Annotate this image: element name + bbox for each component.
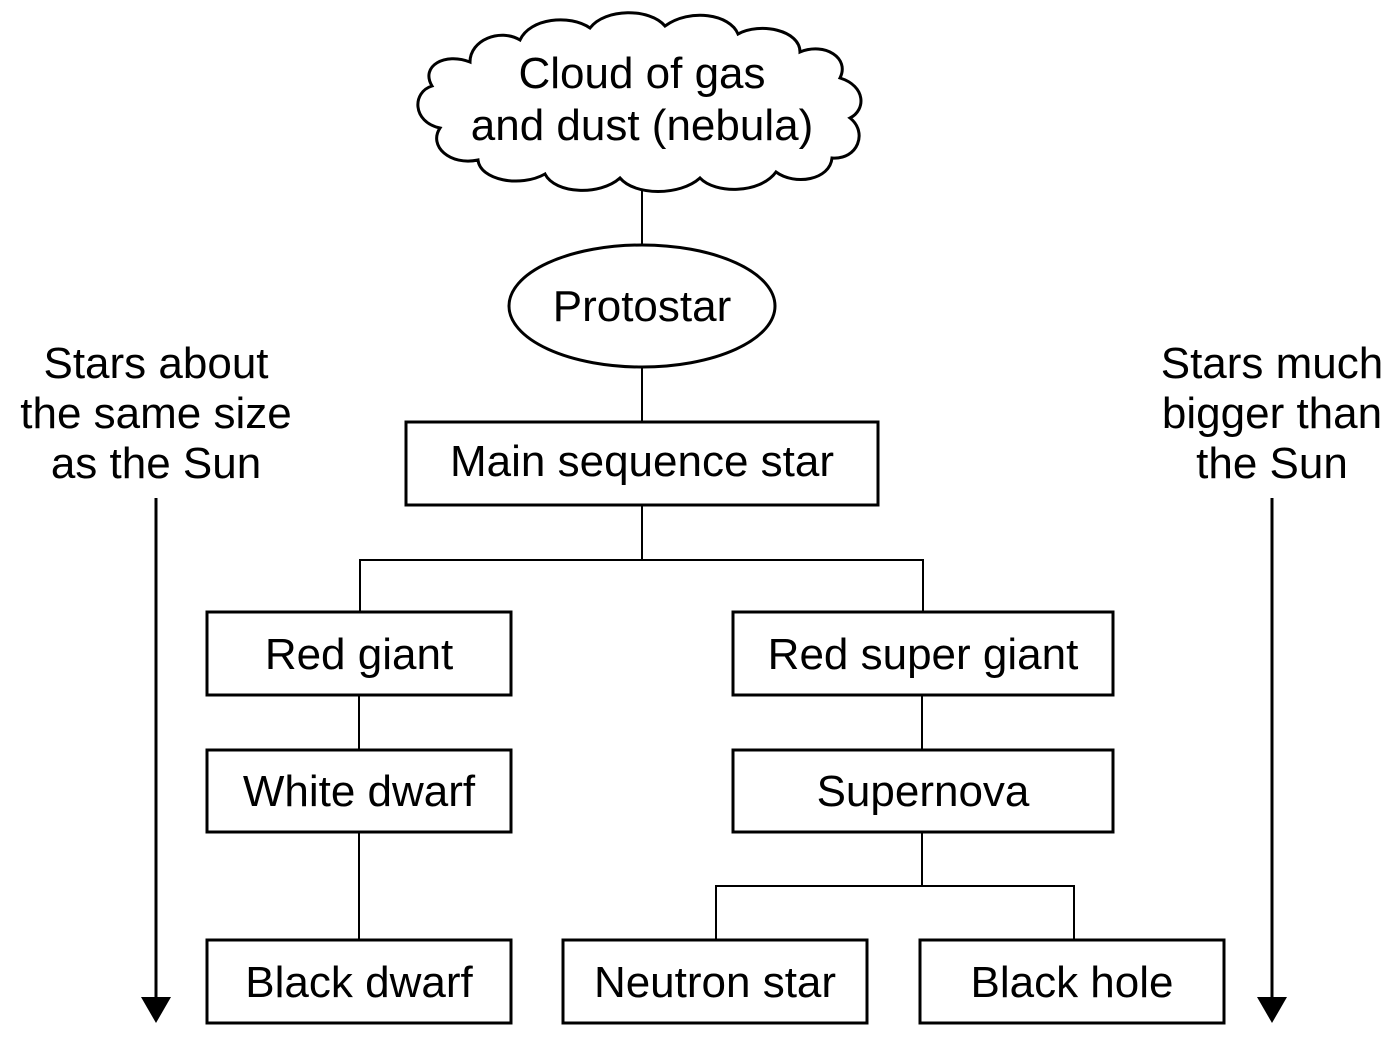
- black-hole-label: Black hole: [970, 958, 1173, 1007]
- down-arrow-icon: [1257, 498, 1287, 1023]
- node-red-super-giant: Red super giant: [731, 610, 1115, 697]
- arrow-head: [141, 997, 171, 1023]
- box-shape: [205, 748, 513, 834]
- main-sequence-label: Main sequence star: [450, 437, 834, 486]
- protostar-label: Protostar: [553, 282, 732, 331]
- black-dwarf-label: Black dwarf: [245, 958, 473, 1007]
- node-neutron-star: Neutron star: [561, 938, 869, 1025]
- connector-supernova-branches: [715, 885, 1075, 939]
- box-shape: [561, 938, 869, 1025]
- neutron-star-label: Neutron star: [594, 958, 836, 1007]
- connectors: [358, 190, 1075, 939]
- node-main-sequence-star: Main sequence star: [404, 420, 880, 507]
- box-shape: [205, 610, 513, 697]
- node-black-dwarf: Black dwarf: [205, 938, 513, 1025]
- right-label-line3: the Sun: [1196, 439, 1348, 488]
- box-shape: [731, 610, 1115, 697]
- node-white-dwarf: White dwarf: [205, 748, 513, 834]
- side-label-left: Stars about the same size as the Sun: [20, 339, 292, 1023]
- nebula-label-line2: and dust (nebula): [471, 101, 813, 150]
- node-nebula: Cloud of gas and dust (nebula): [416, 11, 863, 193]
- left-label-line3: as the Sun: [51, 439, 261, 488]
- side-label-right: Stars much bigger than the Sun: [1161, 339, 1384, 1023]
- red-giant-label: Red giant: [265, 630, 453, 679]
- down-arrow-icon: [141, 498, 171, 1023]
- box-shape: [918, 938, 1226, 1025]
- node-supernova: Supernova: [731, 748, 1115, 834]
- left-label-line2: the same size: [20, 389, 291, 438]
- node-black-hole: Black hole: [918, 938, 1226, 1025]
- box-shape: [731, 748, 1115, 834]
- white-dwarf-label: White dwarf: [243, 767, 476, 816]
- right-label-line2: bigger than: [1162, 389, 1382, 438]
- cloud-shape: [416, 11, 863, 193]
- connector-main-sequence-branches: [359, 559, 924, 611]
- node-red-giant: Red giant: [205, 610, 513, 697]
- nebula-label-line1: Cloud of gas: [518, 49, 765, 98]
- box-shape: [205, 938, 513, 1025]
- left-label-line1: Stars about: [43, 339, 268, 388]
- red-super-giant-label: Red super giant: [768, 630, 1079, 679]
- supernova-label: Supernova: [817, 767, 1030, 816]
- ellipse-shape: [507, 243, 777, 369]
- arrow-head: [1257, 997, 1287, 1023]
- node-protostar: Protostar: [507, 243, 777, 369]
- right-label-line1: Stars much: [1161, 339, 1384, 388]
- box-shape: [404, 420, 880, 507]
